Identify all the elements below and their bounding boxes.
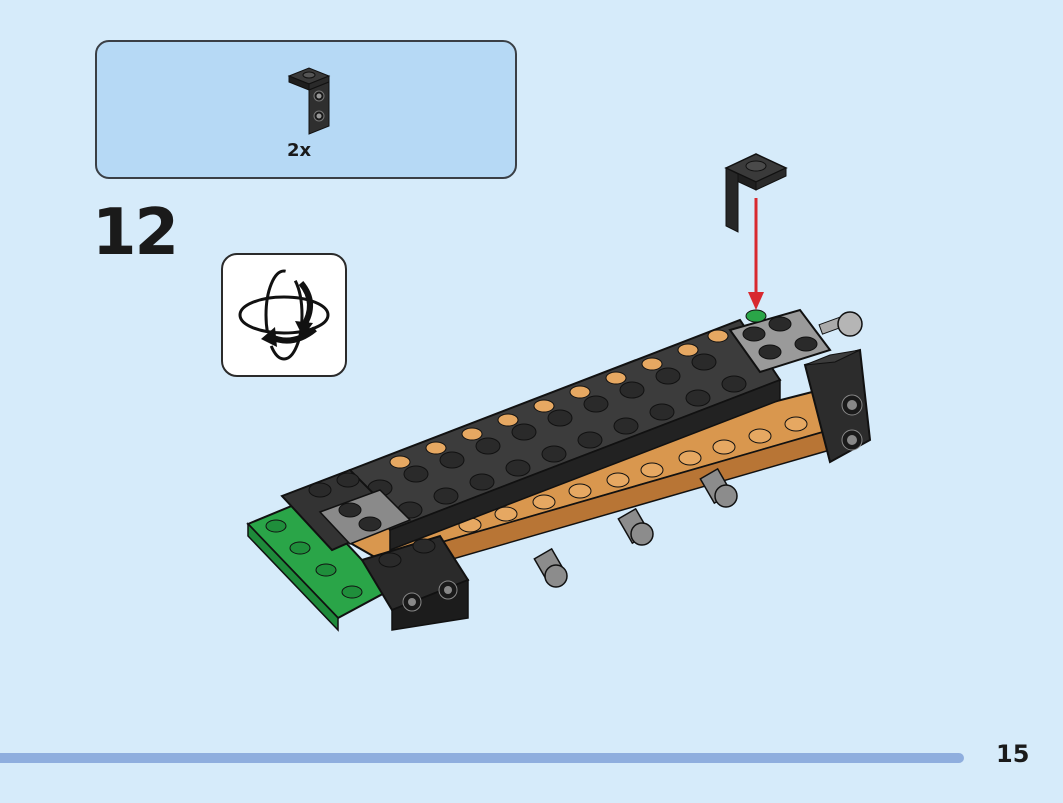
step-number: 12 — [92, 196, 179, 270]
model-illustration — [240, 140, 880, 644]
part-quantity: 2x — [287, 140, 312, 161]
parts-list-box: 2x — [95, 40, 517, 179]
footer-bar — [0, 753, 964, 763]
rotate-model-icon — [238, 269, 330, 361]
black-bracket-brick-icon — [285, 64, 335, 140]
rotate-hint-box — [221, 253, 347, 377]
page-number: 15 — [996, 740, 1030, 768]
